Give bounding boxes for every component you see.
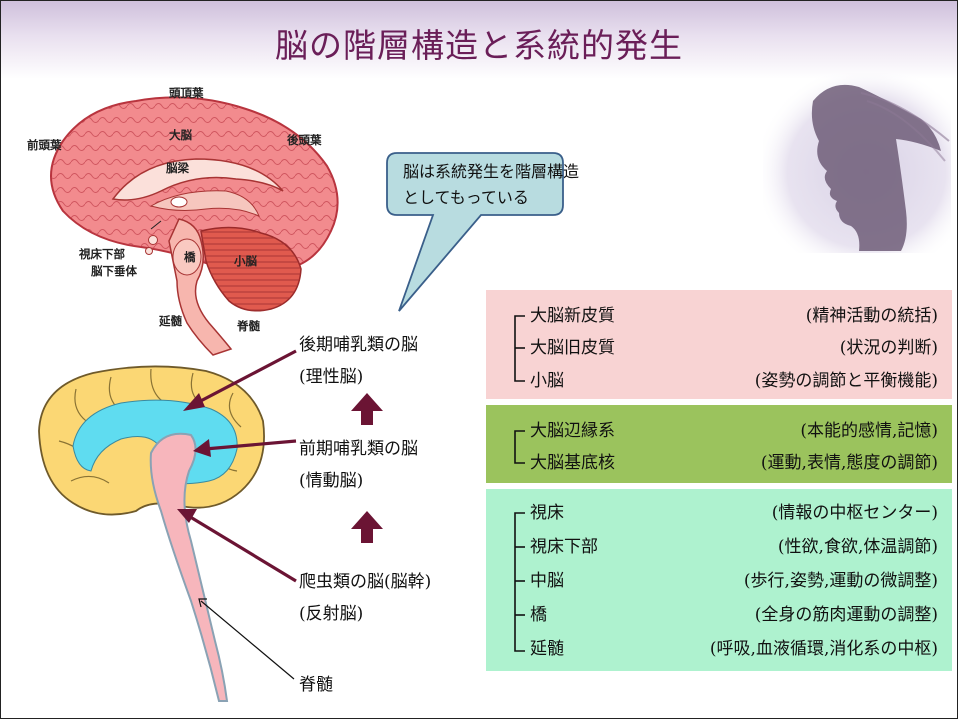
region-function: (歩行,姿勢,運動の微調整)	[744, 567, 938, 595]
label-cerebellum: 小脳	[234, 253, 257, 269]
region-name: 視床	[530, 499, 564, 527]
label-corpus-callosum: 脳梁	[166, 160, 189, 176]
list-item: 視床 (情報の中枢センター)	[486, 499, 952, 527]
region-function: (呼吸,血液循環,消化系の中枢)	[710, 635, 938, 663]
list-item: 視床下部 (性欲,食欲,体温調節)	[486, 533, 952, 561]
region-name: 橋	[530, 601, 547, 629]
list-item: 大脳辺縁系 (本能的感情,記憶)	[486, 417, 952, 445]
group-brainstem: 視床 (情報の中枢センター) 視床下部 (性欲,食欲,体温調節) 中脳 (歩行,…	[486, 489, 952, 671]
region-name: 大脳新皮質	[530, 302, 615, 330]
label-occipital: 後頭葉	[287, 132, 322, 148]
callout-line-2: としてもっている	[403, 185, 579, 211]
silhouette-photo	[763, 73, 951, 253]
stage-reptile: 爬虫類の脳(脳幹) (反射脳)	[299, 566, 431, 630]
stage-late-mammal: 後期哺乳類の脳 (理性脳)	[299, 329, 418, 393]
label-pons: 橋	[184, 249, 196, 265]
stage-late-mammal-name: 後期哺乳類の脳	[299, 329, 418, 361]
group-cortex: 大脳新皮質 (精神活動の統括) 大脳旧皮質 (状況の判断) 小脳 (姿勢の調節と…	[486, 290, 952, 399]
list-item: 橋 (全身の筋肉運動の調整)	[486, 601, 952, 629]
region-name: 視床下部	[530, 533, 598, 561]
region-function: (状況の判断)	[840, 334, 938, 362]
list-item: 中脳 (歩行,姿勢,運動の微調整)	[486, 567, 952, 595]
label-pituitary: 脳下垂体	[91, 263, 137, 279]
list-item: 大脳旧皮質 (状況の判断)	[486, 334, 952, 362]
group-limbic: 大脳辺縁系 (本能的感情,記憶) 大脳基底核 (運動,表情,態度の調節)	[486, 405, 952, 483]
region-name: 大脳辺縁系	[530, 417, 615, 445]
label-cerebrum: 大脳	[169, 127, 192, 143]
region-function: (性欲,食欲,体温調節)	[778, 533, 938, 561]
label-medulla: 延髄	[159, 313, 182, 329]
stage-early-mammal: 前期哺乳類の脳 (情動脳)	[299, 433, 418, 497]
stage-early-mammal-name: 前期哺乳類の脳	[299, 433, 418, 465]
region-name: 小脳	[530, 367, 564, 395]
stage-early-mammal-sub: (情動脳)	[299, 465, 418, 497]
stage-reptile-sub: (反射脳)	[299, 598, 431, 630]
region-name: 中脳	[530, 567, 564, 595]
region-name: 大脳旧皮質	[530, 334, 615, 362]
list-item: 延髄 (呼吸,血液循環,消化系の中枢)	[486, 635, 952, 663]
region-name: 大脳基底核	[530, 449, 615, 477]
label-frontal: 前頭葉	[27, 137, 62, 153]
stage-reptile-name: 爬虫類の脳(脳幹)	[299, 566, 431, 598]
region-name: 延髄	[530, 635, 564, 663]
callout-text: 脳は系統発生を階層構造 としてもっている	[403, 159, 579, 211]
callout-line-1: 脳は系統発生を階層構造	[403, 159, 579, 185]
stage-spinal: 脊髄	[299, 669, 333, 701]
label-spinal-cord: 脊髄	[237, 318, 260, 334]
region-function: (運動,表情,態度の調節)	[761, 449, 938, 477]
list-item: 大脳新皮質 (精神活動の統括)	[486, 302, 952, 330]
region-function: (全身の筋肉運動の調整)	[755, 601, 938, 629]
list-item: 大脳基底核 (運動,表情,態度の調節)	[486, 449, 952, 477]
region-function: (本能的感情,記憶)	[800, 417, 938, 445]
schematic-brain	[39, 366, 264, 701]
region-function: (情報の中枢センター)	[772, 499, 938, 527]
stage-late-mammal-sub: (理性脳)	[299, 361, 418, 393]
list-item: 小脳 (姿勢の調節と平衡機能)	[486, 367, 952, 395]
region-function: (精神活動の統括)	[806, 302, 938, 330]
region-function: (姿勢の調節と平衡機能)	[755, 367, 938, 395]
label-parietal: 頭頂葉	[169, 85, 204, 101]
label-hypothalamus: 視床下部	[79, 246, 125, 262]
